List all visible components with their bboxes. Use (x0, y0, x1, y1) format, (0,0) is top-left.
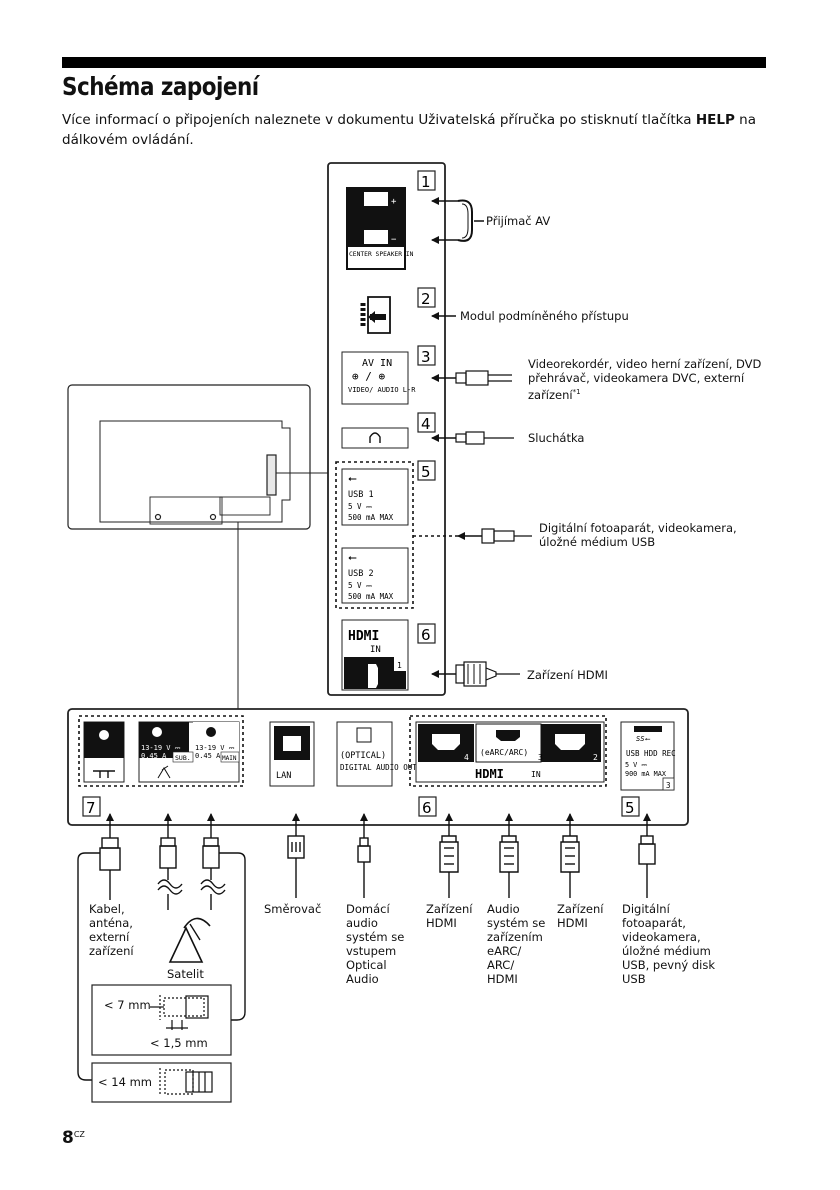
tv-rear-illustration (67, 384, 328, 709)
panel-number-3: 3 (421, 348, 431, 366)
av-sub-label: VIDEO/ AUDIO L-R (348, 386, 416, 394)
usb2-icon: ⭠ (348, 551, 357, 564)
bottom-hdmi-in: IN (531, 770, 541, 779)
digital-audio-label: DIGITAL AUDIO OUT (340, 763, 417, 772)
video-devices-note: *1 (572, 388, 581, 396)
usb3-current: 900 mA MAX (625, 770, 667, 778)
svg-text:SUB.: SUB. (175, 754, 191, 762)
usb1-current: 500 mA MAX (348, 513, 394, 522)
side-connections (413, 197, 532, 687)
page-number: 8 (62, 1128, 74, 1148)
usb3-power: 5 V ⎓ (625, 761, 647, 769)
usb-hdd-label: USB HDD REC (626, 749, 676, 758)
panel-number-1: 1 (421, 173, 431, 191)
earc-label: (eARC/ARC) (480, 748, 528, 757)
svg-text:⊕ / ⊕: ⊕ / ⊕ (352, 370, 385, 383)
group-number-6: 6 (422, 799, 432, 817)
label-hdmi-device: Zařízení HDMI (527, 668, 608, 682)
headphone-icon (369, 432, 381, 443)
label-headphones: Sluchátka (528, 431, 585, 445)
label-cam-module: Modul podmíněného přístupu (460, 309, 629, 323)
usb2-current: 500 mA MAX (348, 592, 394, 601)
usb1-power: 5 V ⎓ (348, 502, 373, 511)
hdmi-logo: HDMI (348, 629, 379, 644)
panel-number-2: 2 (421, 290, 431, 308)
bottom-connectors (77, 813, 656, 1081)
panel-number-6: 6 (421, 626, 431, 644)
label-hdmi-device-b: Zařízení HDMI (557, 902, 604, 930)
satellite-small-icon (157, 765, 171, 779)
optical-port (356, 727, 372, 743)
svg-text:13-19 V ⎓: 13-19 V ⎓ (141, 744, 181, 752)
hdmi-in-label: IN (370, 645, 381, 655)
group-number-7: 7 (86, 799, 96, 817)
panel-number-5: 5 (421, 463, 431, 481)
headphone-port (341, 427, 409, 449)
label-home-audio: Domácí audio systém se vstupem Optical A… (346, 902, 405, 986)
label-av-receiver: Přijímač AV (486, 214, 551, 228)
dimension-boxes (91, 984, 232, 1103)
cam-slot (360, 296, 391, 334)
label-hdmi-device-a: Zařízení HDMI (426, 902, 473, 930)
svg-text:13-19 V ⎓: 13-19 V ⎓ (195, 744, 235, 752)
video-devices-text: Videorekordér, video herní zařízení, DVD… (528, 357, 762, 402)
label-video-devices: Videorekordér, video herní zařízení, DVD… (528, 357, 764, 402)
usb3-logo: SS⭠ (636, 735, 650, 743)
page-footer: 8CZ (62, 1128, 85, 1148)
dim-sat-max: < 7 mm (104, 998, 151, 1012)
usb3-port-number: 3 (666, 781, 671, 790)
label-usb-devices: Digitální fotoaparát, videokamera, úložn… (539, 521, 737, 549)
intro-text-before: Více informací o připojeních naleznete v… (62, 112, 696, 128)
usb2-label: USB 2 (348, 569, 374, 579)
bottom-hdmi-logo: HDMI (475, 767, 504, 781)
bottom-terminal-panel: 13-19 V ⎓ 0.45 A SUB. 13-19 V ⎓ 0.45 A M… (67, 708, 689, 826)
top-rule (62, 57, 766, 68)
usb3-port (634, 726, 662, 732)
intro-text-after: na dálkovém ovládání. (62, 112, 756, 148)
group-number-5: 5 (625, 799, 635, 817)
svg-text:0.45 A: 0.45 A (141, 752, 167, 760)
page-lang: CZ (73, 1130, 85, 1139)
help-keyword: HELP (695, 112, 735, 128)
av-in-label: AV IN (362, 358, 392, 369)
dim-sat-pin: < 1,5 mm (150, 1036, 208, 1050)
hdmi4-number: 4 (464, 753, 469, 762)
usb1-icon: ⭠ (348, 472, 357, 485)
usb1-label: USB 1 (348, 490, 374, 500)
svg-text:−: − (391, 235, 397, 245)
svg-text:+: + (391, 197, 397, 207)
label-satellite: Satelit (167, 967, 204, 981)
satellite-dish-icon (168, 917, 211, 963)
side-terminal-panel: 1 + − CENTER SPEAKER IN 2 3 AV IN ⊕ / ⊕ … (327, 162, 446, 696)
intro-paragraph: Více informací o připojeních naleznete v… (62, 110, 782, 150)
label-usb-storage: Digitální fotoaparát, videokamera, úložn… (622, 902, 715, 986)
lan-label: LAN (276, 771, 291, 781)
optical-label: (OPTICAL) (340, 751, 386, 761)
hdmi-port-number: 1 (397, 661, 402, 670)
label-audio-earc: Audio systém se zařízením eARC/ ARC/ HDM… (487, 902, 546, 986)
hdmi2-number: 2 (593, 753, 598, 762)
svg-text:MAIN: MAIN (222, 755, 237, 762)
label-cable: Kabel, anténa, externí zařízení (89, 902, 134, 958)
svg-text:0.45 A: 0.45 A (195, 752, 221, 760)
page-title: Schéma zapojení (62, 72, 259, 101)
hdmi3-number: 3 (538, 753, 543, 762)
center-speaker-label: CENTER SPEAKER IN (349, 251, 414, 258)
usb2-power: 5 V ⎓ (348, 581, 373, 590)
label-router: Směrovač (264, 902, 322, 916)
dim-cable-max: < 14 mm (98, 1075, 152, 1089)
panel-number-4: 4 (421, 415, 431, 433)
